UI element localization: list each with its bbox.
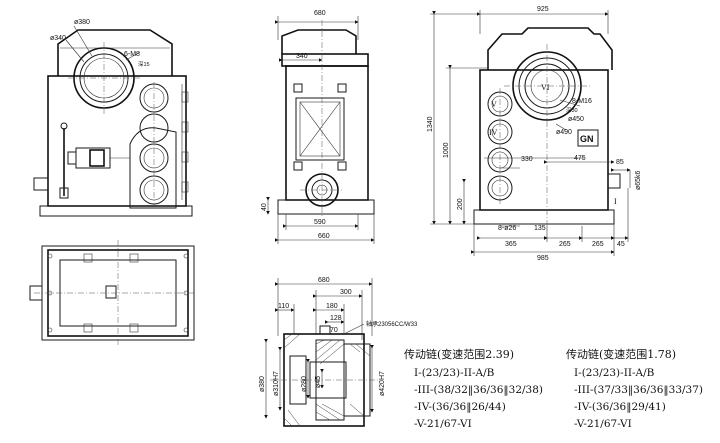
dim-holes-m8: 6-M8 bbox=[124, 51, 140, 58]
chain-left-line: -IV-(36/36‖26/44) bbox=[414, 401, 506, 414]
dim-side-680: 680 bbox=[314, 10, 326, 17]
dim-sec-70: 70 bbox=[330, 327, 338, 334]
dim-right-265b: 265 bbox=[592, 241, 604, 248]
chain-right-title: 传动链(变速范围1.78) bbox=[566, 347, 676, 361]
dim-side-40: 40 bbox=[261, 203, 268, 211]
dim-sec-280: ø280 bbox=[301, 376, 308, 392]
dim-right-135: 135 bbox=[534, 225, 546, 232]
dim-sec-128: 128 bbox=[330, 315, 342, 322]
front-view bbox=[33, 25, 193, 217]
dim-right-shaft-65: ø65k6 bbox=[635, 170, 642, 190]
dim-right-45: 45 bbox=[617, 241, 625, 248]
dim-right-200: 200 bbox=[457, 198, 464, 210]
label-roman-iv: IV bbox=[489, 128, 498, 137]
gn-logo: GN bbox=[580, 134, 594, 144]
chain-left-line: -III-(38/32‖36/36‖32/38) bbox=[414, 384, 543, 397]
dim-bore-380: ø380 bbox=[74, 19, 90, 26]
dim-sec-420: ø420H7 bbox=[379, 371, 386, 396]
dim-right-holes-depth: 深30 bbox=[566, 106, 578, 114]
label-roman-vi: VI bbox=[541, 83, 550, 92]
right-view bbox=[430, 10, 631, 256]
dim-sec-180: 180 bbox=[326, 303, 338, 310]
dim-right-490: ø490 bbox=[556, 129, 572, 136]
dim-right-365: 365 bbox=[505, 241, 517, 248]
dim-right-1340: 1340 bbox=[427, 116, 434, 132]
dim-sec-310: ø310H7 bbox=[273, 371, 280, 396]
dim-right-85: 85 bbox=[616, 159, 624, 166]
dim-right-985: 985 bbox=[537, 255, 549, 262]
chain-right-line: I-(23/23)-II-A/B bbox=[574, 367, 655, 379]
dim-right-925: 925 bbox=[537, 6, 549, 13]
section-view bbox=[264, 278, 380, 427]
chain-left-line: I-(23/23)-II-A/B bbox=[414, 367, 495, 379]
dim-bore-340: ø340 bbox=[50, 35, 66, 42]
label-roman-v: V bbox=[491, 100, 497, 109]
dim-sec-300: 300 bbox=[340, 289, 352, 296]
dim-sec-110: 110 bbox=[278, 303, 289, 310]
dim-right-holes-m16: 8-M16 bbox=[572, 98, 592, 105]
dim-right-450: ø450 bbox=[568, 116, 584, 123]
dim-side-660: 660 bbox=[318, 233, 330, 240]
chain-right-line: -V-21/67-VI bbox=[574, 418, 632, 430]
chain-right-line: -III-(37/33‖36/36‖33/37) bbox=[574, 384, 703, 397]
dim-side-590: 590 bbox=[314, 219, 326, 226]
chain-left-title: 传动链(变速范围2.39) bbox=[404, 347, 514, 361]
dim-right-1000: 1000 bbox=[443, 142, 450, 158]
dim-sec-380: ø380 bbox=[259, 376, 266, 392]
bearing-label: 轴承23056CC/W33 bbox=[366, 320, 418, 328]
side-view bbox=[266, 16, 375, 244]
label-roman-i: I bbox=[614, 197, 617, 206]
dim-right-holes-26: 8-ø26 bbox=[498, 225, 516, 232]
chain-right-line: -IV-(36/36‖29/41) bbox=[574, 401, 666, 414]
dim-right-475: 475 bbox=[574, 155, 586, 162]
dim-sec-45: ø45 bbox=[315, 376, 322, 388]
dim-right-330: 330 bbox=[521, 156, 533, 163]
plan-view bbox=[29, 240, 196, 346]
dim-right-265a: 265 bbox=[559, 241, 571, 248]
dim-side-340: 340 bbox=[296, 53, 308, 60]
dim-holes-depth: 深15 bbox=[138, 60, 150, 68]
chain-left-line: -V-21/67-VI bbox=[414, 418, 472, 430]
dim-sec-680: 680 bbox=[318, 277, 330, 284]
